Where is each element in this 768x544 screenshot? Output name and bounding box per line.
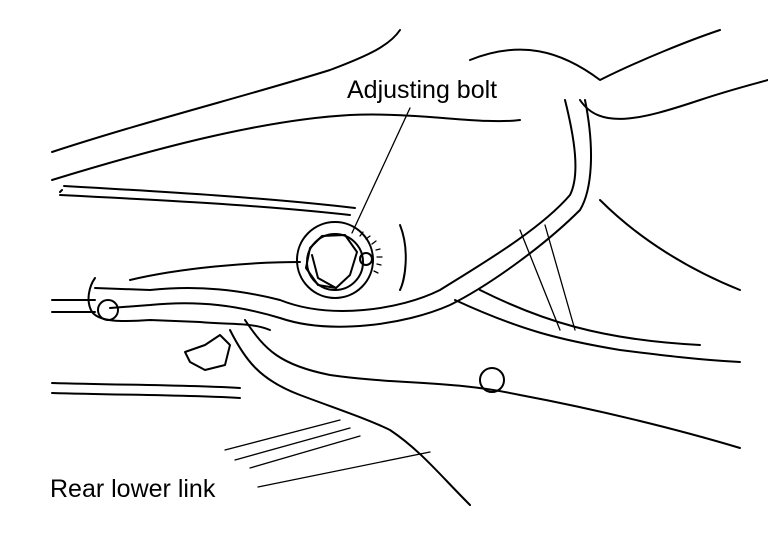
rear-lower-link-drawing (51, 199, 741, 506)
body-outline (51, 29, 768, 281)
rear-lower-link-leader-line (257, 451, 431, 488)
adjusting-bolt-leader-line (351, 107, 411, 234)
rear-lower-link-label: Rear lower link (50, 475, 216, 503)
adjusting-bolt-drawing (296, 221, 383, 299)
arm-outline (87, 99, 592, 331)
adjusting-bolt-label: Adjusting bolt (347, 76, 498, 104)
